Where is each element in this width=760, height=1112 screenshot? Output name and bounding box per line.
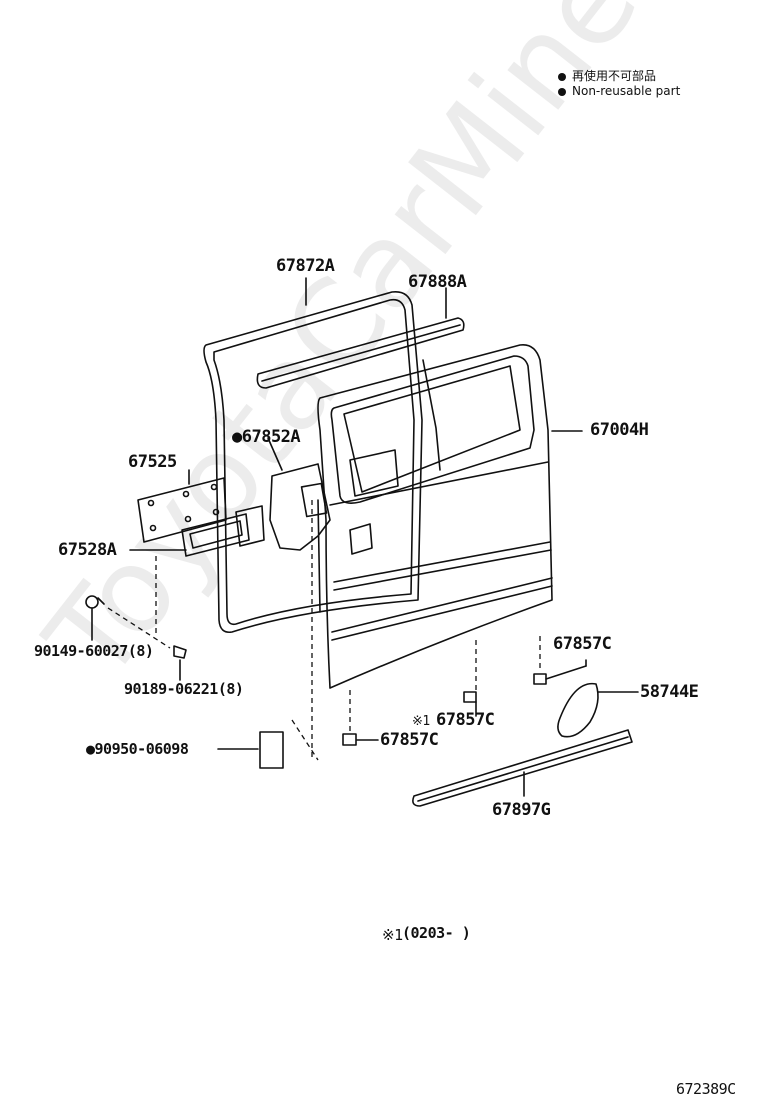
service-cover bbox=[137, 477, 227, 543]
label-clip-middle-mark: ※1 bbox=[412, 714, 430, 729]
clip-left bbox=[342, 733, 357, 746]
label-67528A[interactable]: 67528A bbox=[58, 540, 117, 560]
label-67857C-right[interactable]: 67857C bbox=[553, 634, 612, 654]
label-90149-60027[interactable]: 90149-60027(8) bbox=[34, 642, 154, 660]
door-frame-line bbox=[422, 359, 441, 471]
bullet-icon bbox=[558, 87, 566, 96]
clip-middle bbox=[463, 691, 477, 703]
door-panel bbox=[317, 343, 553, 689]
hole-plug bbox=[259, 731, 284, 769]
door-handle bbox=[349, 523, 373, 555]
label-67872A[interactable]: 67872A bbox=[276, 256, 335, 276]
label-67888A[interactable]: 67888A bbox=[408, 272, 467, 292]
fuel-lid bbox=[557, 682, 599, 738]
bullet-icon bbox=[558, 72, 566, 81]
legend-line-1: 再使用不可部品 bbox=[558, 67, 656, 84]
label-67852A[interactable]: ●67852A bbox=[232, 427, 301, 447]
clip-right bbox=[533, 673, 547, 685]
screw-b bbox=[173, 645, 187, 659]
label-67897G[interactable]: 67897G bbox=[492, 800, 551, 820]
label-67525[interactable]: 67525 bbox=[128, 452, 177, 472]
footnote-text: (0203- ) bbox=[402, 924, 471, 942]
footnote-mark: ※1 bbox=[382, 926, 403, 944]
label-67857C-left[interactable]: 67857C bbox=[380, 730, 439, 750]
cover-seal bbox=[181, 513, 250, 557]
weatherstrip-inner bbox=[213, 298, 415, 626]
weatherstrip-inner-line bbox=[317, 499, 321, 613]
screw-a bbox=[85, 595, 99, 609]
label-58744E[interactable]: 58744E bbox=[640, 682, 699, 702]
hole-cover bbox=[269, 463, 331, 551]
label-90950-06098[interactable]: ●90950-06098 bbox=[86, 740, 189, 758]
belt-moulding bbox=[256, 317, 465, 389]
label-90189-06221[interactable]: 90189-06221(8) bbox=[124, 680, 244, 698]
label-67004H[interactable]: 67004H bbox=[590, 420, 649, 440]
diagram-id: 672389C bbox=[676, 1080, 736, 1098]
label-67857C-middle[interactable]: 67857C bbox=[436, 710, 495, 730]
weatherstrip-outline bbox=[203, 290, 423, 634]
hole-cover-flap bbox=[235, 505, 265, 547]
lower-moulding bbox=[412, 729, 633, 807]
door-window bbox=[330, 355, 535, 504]
legend-line-2: Non-reusable part bbox=[558, 84, 680, 98]
